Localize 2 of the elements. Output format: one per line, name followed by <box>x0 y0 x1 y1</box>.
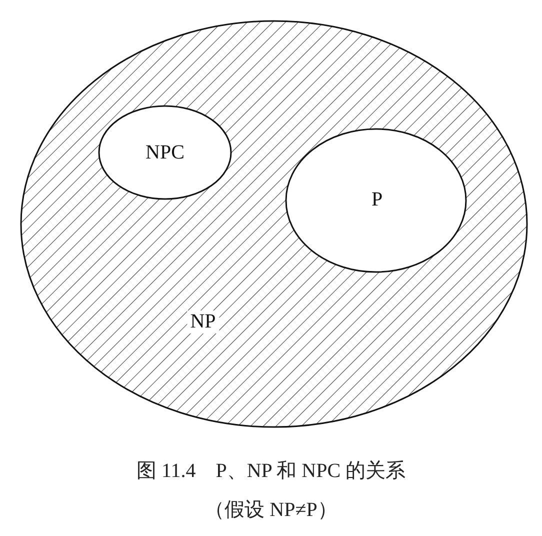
set-label: NP <box>187 310 219 334</box>
figure-caption: 图 11.4 P、NP 和 NPC 的关系（假设 NP≠P） <box>135 459 407 523</box>
